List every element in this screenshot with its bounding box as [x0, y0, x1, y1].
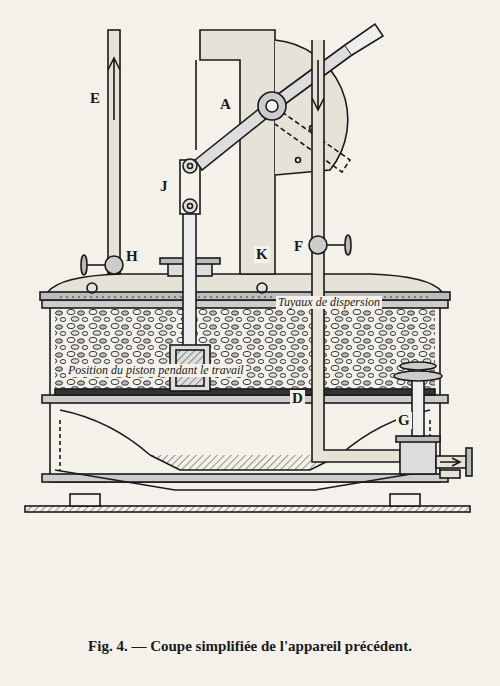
valve-label: G — [396, 412, 412, 429]
part-note: Position du piston pendant le travail — [66, 364, 246, 377]
valve-label: F — [292, 238, 305, 255]
figure-caption: Fig. 4. — Coupe simplifiée de l'appareil… — [0, 638, 500, 655]
pipe-label: D — [290, 390, 305, 407]
clevis-label: J — [158, 178, 170, 195]
pipe-label: E — [88, 90, 102, 107]
valve-label: H — [124, 248, 140, 265]
lever-label: A — [218, 96, 233, 113]
part-note: Tuyaux de dispersion — [276, 296, 382, 309]
frame-label: K — [254, 246, 270, 263]
